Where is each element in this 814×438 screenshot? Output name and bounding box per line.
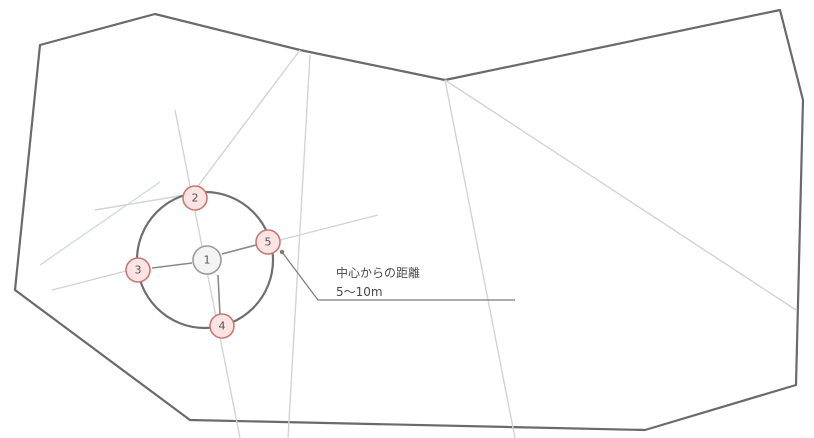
station-node-5: 5 — [255, 229, 281, 255]
guide-line — [444, 79, 516, 438]
node-label: 2 — [192, 192, 199, 205]
callout-line-1: 中心からの距離 — [336, 265, 420, 280]
station-node-4: 4 — [209, 313, 235, 339]
guide-lines — [39, 49, 797, 438]
spoke-line — [151, 262, 193, 269]
node-label: 3 — [135, 264, 142, 277]
guide-line — [444, 79, 797, 311]
callout-leader-dot — [279, 249, 285, 255]
guide-line — [194, 49, 301, 191]
station-node-circle — [182, 185, 208, 211]
node-label: 1 — [204, 254, 211, 267]
callout-line-2: 5〜10m — [336, 285, 383, 299]
spoke-line — [217, 274, 221, 316]
callout-leader — [281, 251, 515, 301]
plot-boundary — [13, 8, 805, 432]
guide-line — [51, 267, 139, 291]
guide-line — [39, 181, 161, 266]
node-label: 5 — [265, 236, 272, 249]
guide-line — [287, 54, 311, 438]
station-node-circle — [125, 257, 151, 283]
station-node-circle — [209, 313, 235, 339]
station-node-2: 2 — [182, 185, 208, 211]
station-node-circle — [255, 229, 281, 255]
node-label: 4 — [219, 320, 226, 333]
center-node-circle — [192, 245, 222, 275]
guide-line — [279, 214, 379, 241]
guide-line — [94, 194, 186, 211]
station-node-3: 3 — [125, 257, 151, 283]
center-node: 1 — [192, 245, 222, 275]
spoke-line — [221, 244, 257, 255]
